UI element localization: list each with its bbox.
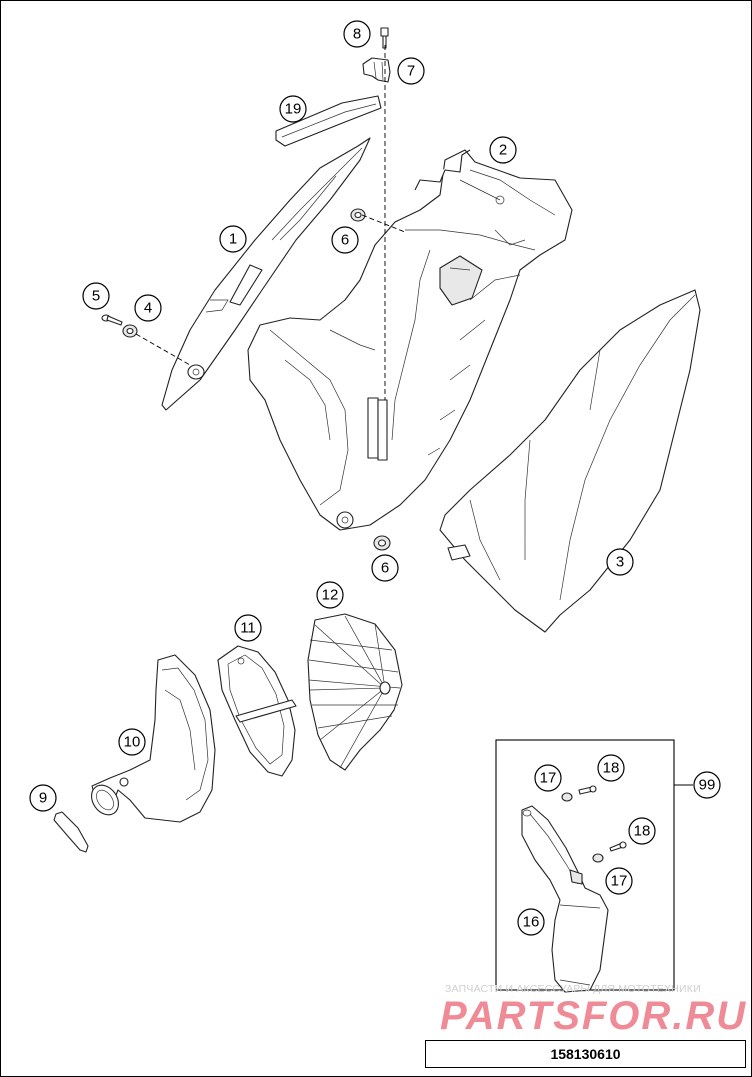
part-4-washer — [122, 324, 138, 338]
part-17-washer-upper — [561, 792, 573, 802]
callout-6-lower: 6 — [371, 554, 399, 582]
callout-9: 9 — [29, 784, 57, 812]
part-7-clip — [362, 57, 391, 83]
callout-99: 99 — [693, 771, 721, 799]
drawing-code-box: 158130610 — [425, 1040, 746, 1068]
part-5-screw — [101, 314, 123, 326]
watermark-caption: ЗАПЧАСТИ И АКСЕССУАРЫ ДЛЯ МОТОТЕХНИКИ — [445, 983, 701, 995]
part-6-grommet-upper — [350, 208, 366, 222]
svg-text:19: 19 — [285, 101, 302, 118]
callout-4: 4 — [134, 294, 162, 322]
svg-text:17: 17 — [540, 770, 557, 787]
watermark-logo: PARTSFOR.RU — [440, 994, 748, 1038]
svg-text:8: 8 — [353, 26, 361, 43]
svg-text:3: 3 — [616, 554, 624, 571]
part-19-trim-strip — [275, 95, 382, 147]
svg-text:10: 10 — [124, 734, 141, 751]
callout-7: 7 — [397, 57, 425, 85]
callout-18-upper: 18 — [597, 754, 625, 782]
callout-8: 8 — [343, 20, 371, 48]
svg-text:18: 18 — [603, 760, 620, 777]
callout-5: 5 — [82, 282, 110, 310]
svg-text:4: 4 — [144, 300, 152, 317]
part-12-filter-cage — [307, 613, 403, 771]
callout-2: 2 — [489, 136, 517, 164]
part-18-screw-lower — [609, 841, 627, 852]
callout-17-lower: 17 — [605, 867, 633, 895]
callout-12: 12 — [316, 581, 344, 609]
callout-19: 19 — [279, 95, 307, 123]
svg-text:2: 2 — [499, 142, 507, 159]
part-9-seal — [53, 811, 89, 853]
svg-text:7: 7 — [407, 63, 415, 80]
callout-11: 11 — [234, 614, 262, 642]
part-3-side-panel — [439, 289, 701, 633]
drawing-code: 158130610 — [550, 1046, 621, 1062]
callout-1: 1 — [219, 225, 247, 253]
callout-10: 10 — [118, 728, 146, 756]
svg-text:18: 18 — [634, 823, 651, 840]
callout-17-upper: 17 — [534, 764, 562, 792]
svg-text:1: 1 — [229, 231, 237, 248]
svg-text:6: 6 — [341, 232, 349, 249]
part-2-airbox — [247, 149, 573, 531]
callout-6-upper: 6 — [331, 226, 359, 254]
part-17-washer-lower — [592, 853, 604, 863]
callout-16: 16 — [517, 908, 545, 936]
part-6-grommet-lower — [373, 535, 391, 551]
part-16-cover — [521, 805, 609, 993]
svg-text:11: 11 — [240, 620, 256, 637]
part-11-filter-frame — [217, 645, 297, 777]
svg-text:9: 9 — [39, 790, 47, 807]
alignment-lines — [135, 45, 406, 400]
svg-text:17: 17 — [611, 873, 628, 890]
part-18-screw-upper — [578, 785, 597, 795]
part-8-screw — [380, 27, 389, 49]
callout-18-lower: 18 — [628, 817, 656, 845]
svg-text:5: 5 — [92, 288, 100, 305]
part-1-side-cover — [161, 137, 371, 411]
svg-text:99: 99 — [699, 777, 716, 794]
svg-text:12: 12 — [322, 587, 339, 604]
svg-text:6: 6 — [381, 560, 389, 577]
part-10-intake-boot — [91, 654, 216, 823]
callout-3: 3 — [606, 548, 634, 576]
svg-text:16: 16 — [523, 914, 540, 931]
